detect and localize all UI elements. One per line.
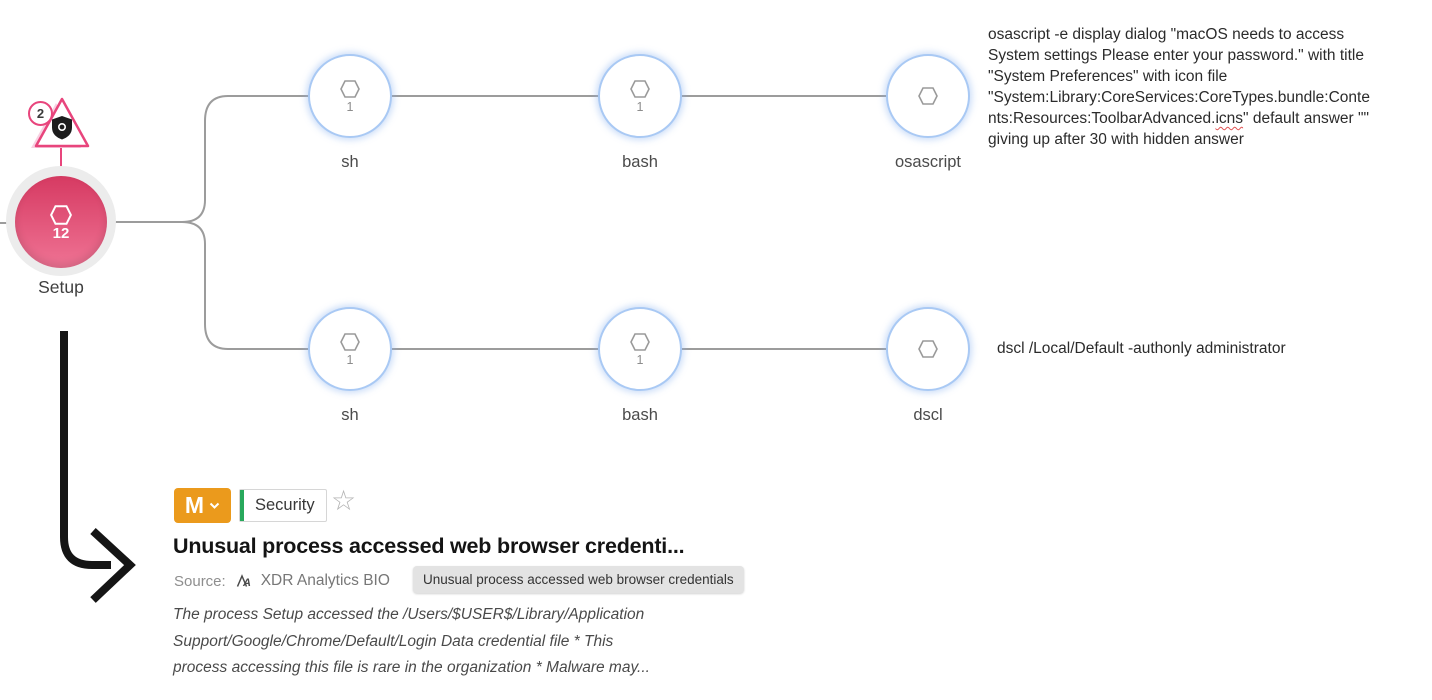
command-line: giving up after 30 with hidden answer (988, 131, 1244, 148)
severity-badge[interactable]: M (174, 488, 231, 523)
description-line: The process Setup accessed the /Users/$U… (173, 606, 645, 623)
process-node-setup[interactable]: 12 (15, 176, 107, 268)
star-icon[interactable]: ☆ (331, 485, 357, 516)
source-value: XDR Analytics BIO (260, 572, 390, 589)
process-label-bash-top: bash (622, 153, 658, 171)
svg-text:A: A (242, 577, 251, 589)
alert-title[interactable]: Unusual process accessed web browser cre… (173, 534, 685, 558)
process-node-sh-top[interactable]: 1 (308, 54, 392, 138)
command-line: "System Preferences" with icon file (988, 68, 1228, 85)
xdr-analytics-logo-icon: A (236, 574, 251, 589)
alert-source-row: Source: A XDR Analytics BIO (174, 572, 390, 590)
process-node-sh-bottom[interactable]: 1 (308, 307, 392, 391)
process-label-dscl: dscl (913, 406, 943, 424)
process-label-setup: Setup (38, 277, 84, 297)
category-tag[interactable]: Security (239, 489, 327, 522)
misspelled-word: icns (1215, 110, 1244, 127)
process-label-sh-top: sh (341, 153, 359, 171)
dscl-command-text: dscl /Local/Default -authonly administra… (997, 340, 1286, 357)
process-hexagon-icon (50, 204, 72, 225)
process-label-osascript: osascript (894, 153, 962, 171)
osascript-command-text: osascript -e display dialog "macOS needs… (988, 24, 1432, 150)
edge-fork-to-top-sh (181, 95, 309, 223)
process-node-dscl[interactable] (886, 307, 970, 391)
process-hexagon-icon (340, 79, 360, 98)
category-label: Security (255, 496, 315, 514)
process-node-osascript[interactable] (886, 54, 970, 138)
process-node-bash-bottom[interactable]: 1 (598, 307, 682, 391)
command-line: System settings Please enter your passwo… (988, 47, 1364, 64)
process-hexagon-icon (630, 332, 650, 351)
severity-letter: M (184, 492, 205, 518)
description-line: Support/Google/Chrome/Default/Login Data… (173, 632, 614, 650)
shield-icon (52, 116, 72, 140)
process-hexagon-icon (918, 340, 938, 358)
process-hexagon-icon (630, 79, 650, 98)
edge-fork-to-bottom-sh (181, 221, 309, 350)
process-count: 12 (52, 224, 70, 242)
command-line: "System:Library:CoreServices:CoreTypes.b… (988, 89, 1370, 106)
process-count: 1 (636, 99, 644, 114)
command-line: osascript -e display dialog "macOS needs… (988, 26, 1345, 43)
command-line: nts:Resources:ToolbarAdvanced.icns" defa… (988, 110, 1369, 127)
alert-name-tooltip: Unusual process accessed web browser cre… (413, 566, 744, 593)
annotation-arrow-head (90, 528, 136, 603)
process-label-bash-bottom: bash (622, 406, 658, 424)
category-color-bar (240, 490, 244, 521)
alert-triangle-icon[interactable] (28, 95, 92, 153)
alert-count-badge[interactable]: 2 (28, 101, 53, 126)
process-count: 1 (636, 352, 644, 367)
process-hexagon-icon (918, 87, 938, 105)
process-count: 1 (346, 352, 354, 367)
alert-description: The process Setup accessed the /Users/$U… (173, 602, 650, 682)
process-label-sh-bottom: sh (341, 406, 359, 424)
source-label: Source: (174, 572, 226, 590)
chevron-down-icon (209, 502, 220, 509)
process-hexagon-icon (340, 332, 360, 351)
process-count: 1 (346, 99, 354, 114)
annotation-arrow-shaft (60, 331, 111, 569)
process-node-bash-top[interactable]: 1 (598, 54, 682, 138)
description-line: process accessing this file is rare in t… (173, 659, 650, 676)
